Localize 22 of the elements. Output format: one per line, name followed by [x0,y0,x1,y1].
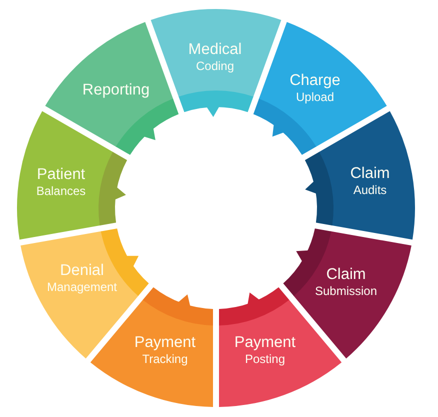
step-sublabel: Audits [353,183,387,198]
step-label: Patient [36,165,86,184]
step-label: Reporting [82,80,150,100]
step-label: Charge [290,71,340,90]
step-sublabel: Balances [36,184,86,199]
step-sublabel: Management [46,280,118,295]
step-sublabel: Posting [244,352,285,367]
step-label: Denial [60,261,104,280]
ring-segment [45,22,179,155]
step-label: Claim [326,265,366,284]
ring-segment [17,111,128,240]
step-label: Claim [350,164,390,183]
step-sublabel: Submission [314,284,378,299]
ring-segment [304,111,415,240]
ring-segment [253,22,387,155]
step-sublabel: Upload [296,90,334,105]
step-label: Payment [234,333,296,352]
step-sublabel: Coding [196,59,234,74]
step-label: Medical [188,40,242,59]
step-label: Payment [134,333,196,352]
ring-segment [150,9,282,118]
step-sublabel: Tracking [142,352,188,367]
